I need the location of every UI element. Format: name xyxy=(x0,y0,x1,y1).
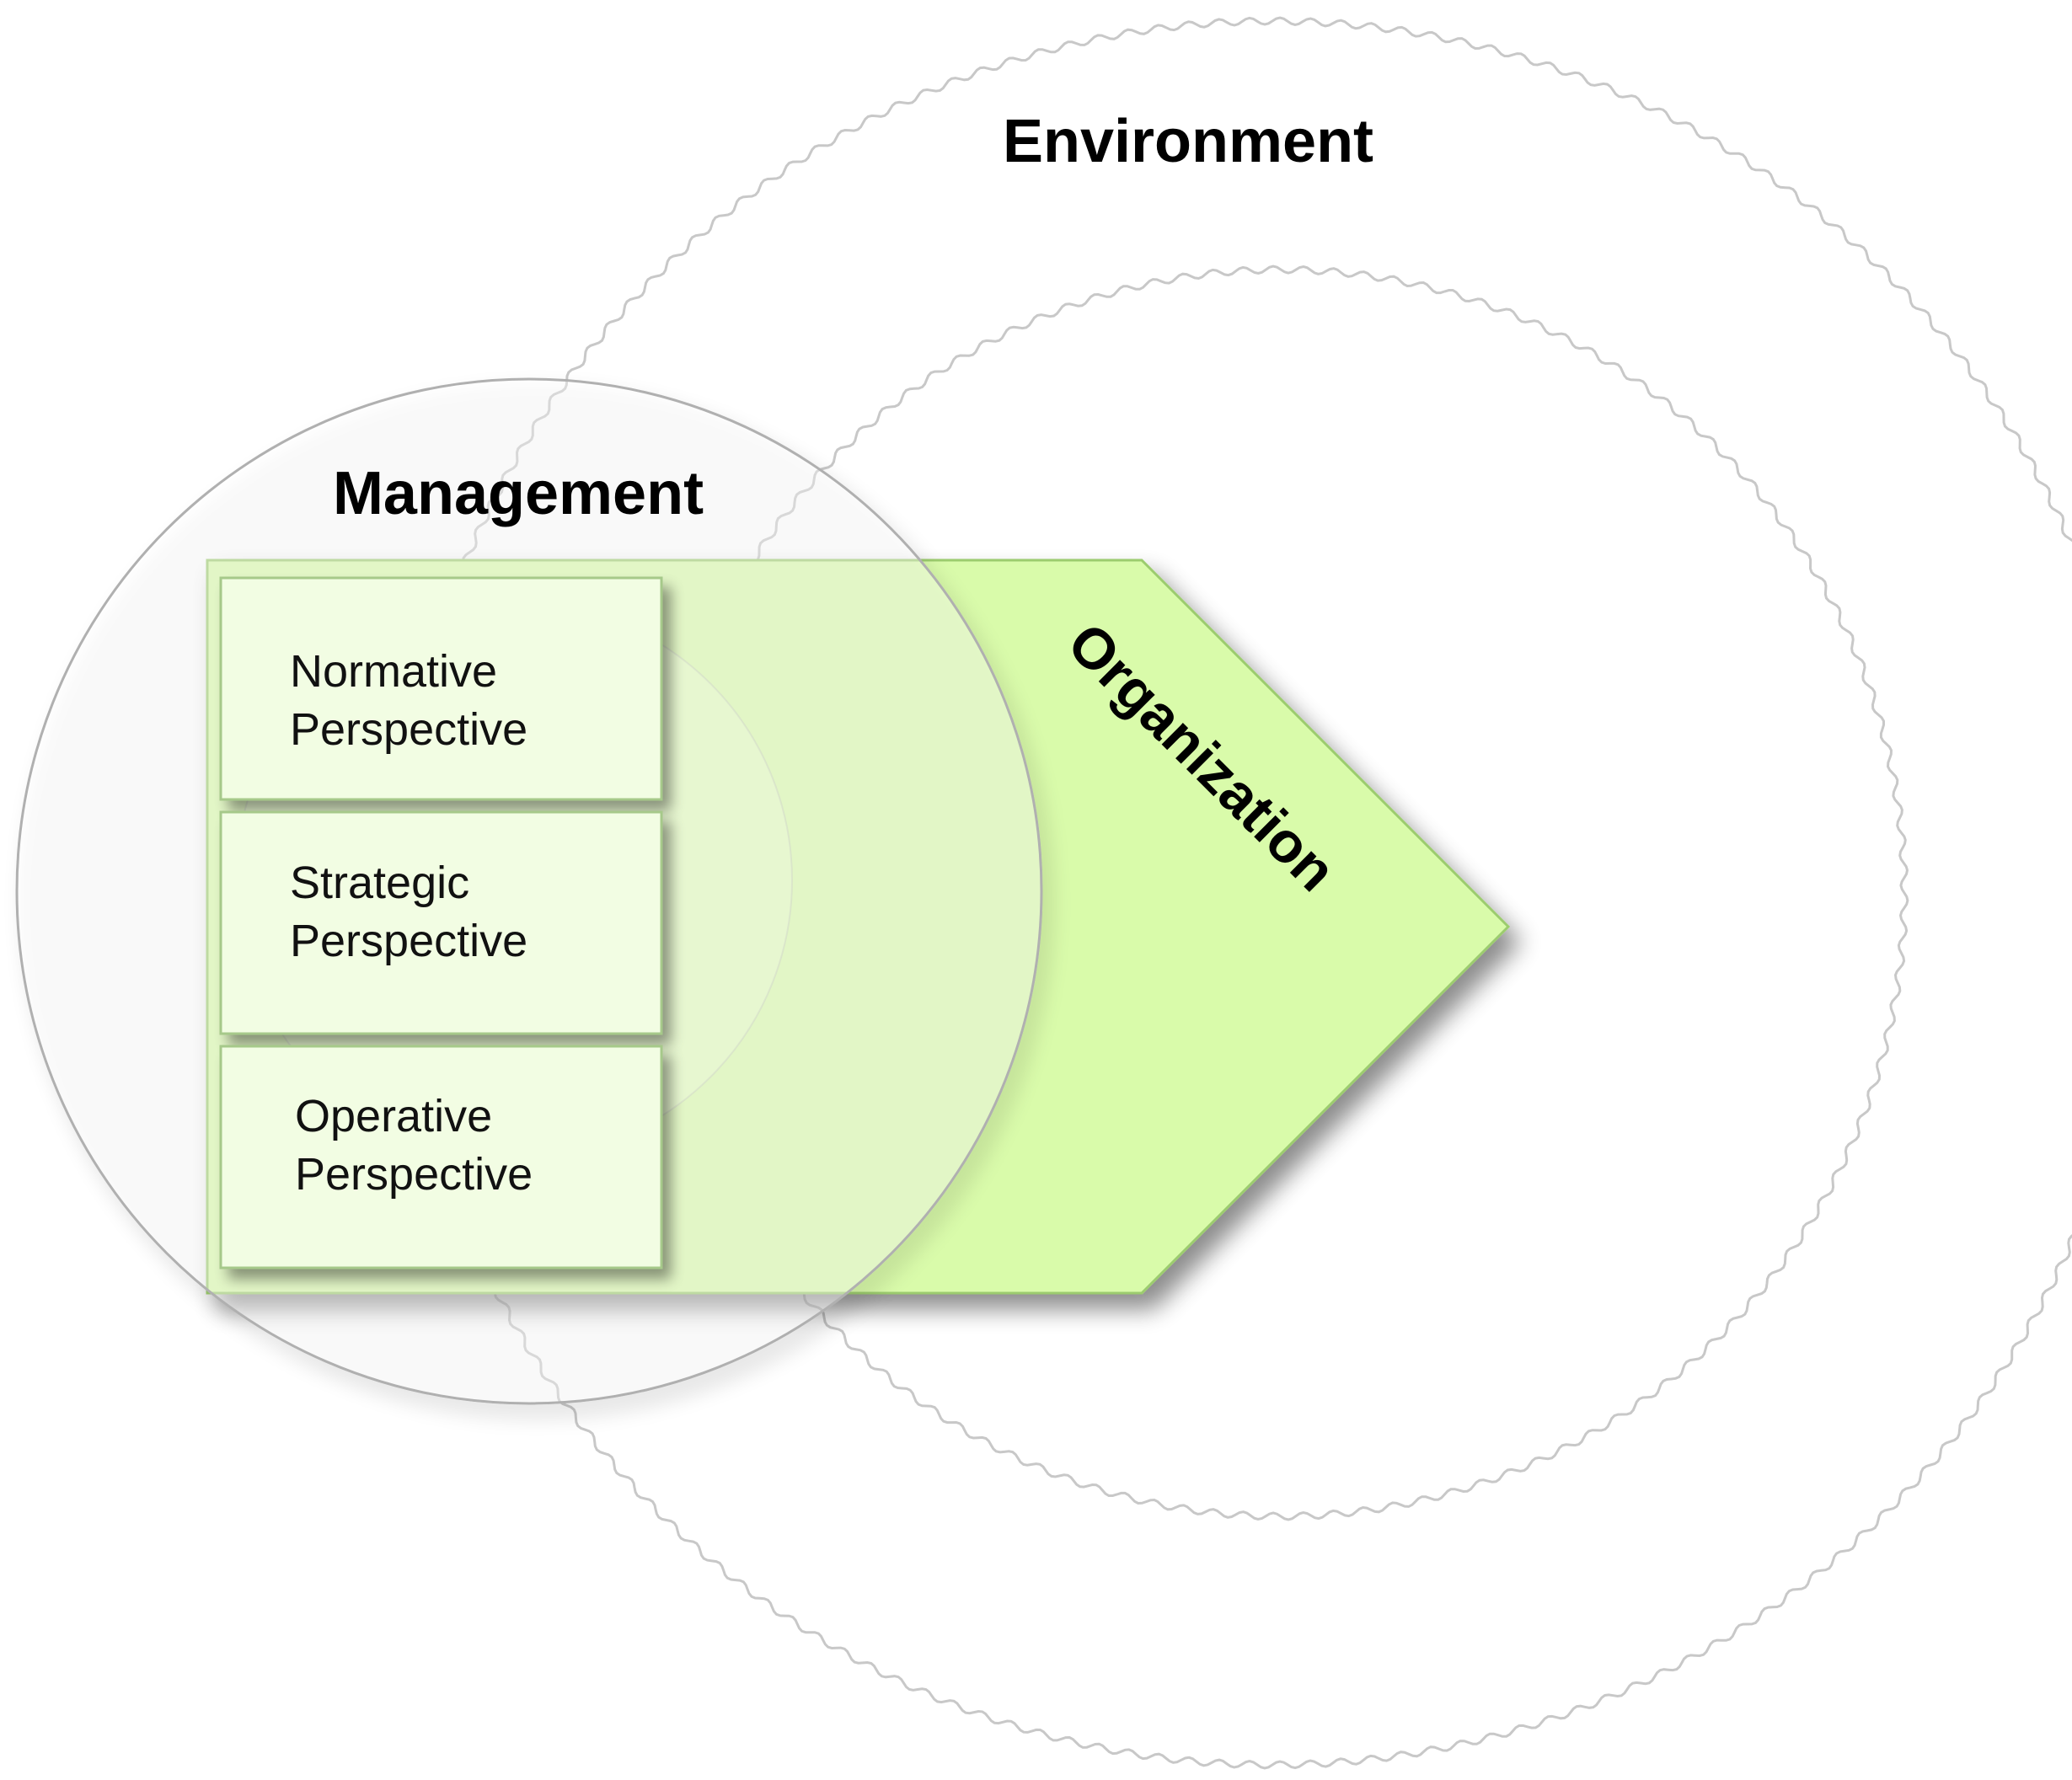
perspective-line1: Normative xyxy=(290,646,497,697)
perspective-box-frame xyxy=(219,810,663,1035)
perspective-line2: Perspective xyxy=(295,1149,533,1200)
perspective-line1: Operative xyxy=(295,1091,492,1141)
perspective-box-operative: Operative Perspective xyxy=(219,1045,663,1270)
environment-label: Environment xyxy=(1003,108,1373,175)
perspective-box-strategic: Strategic Perspective xyxy=(219,810,663,1035)
perspective-box-normative: Normative Perspective xyxy=(219,576,663,801)
perspective-box-frame xyxy=(219,576,663,801)
perspective-line2: Perspective xyxy=(290,916,527,966)
management-label: Management xyxy=(333,460,704,527)
perspective-line2: Perspective xyxy=(290,704,527,755)
perspective-line1: Strategic xyxy=(290,858,469,908)
perspective-box-frame xyxy=(219,1045,663,1270)
